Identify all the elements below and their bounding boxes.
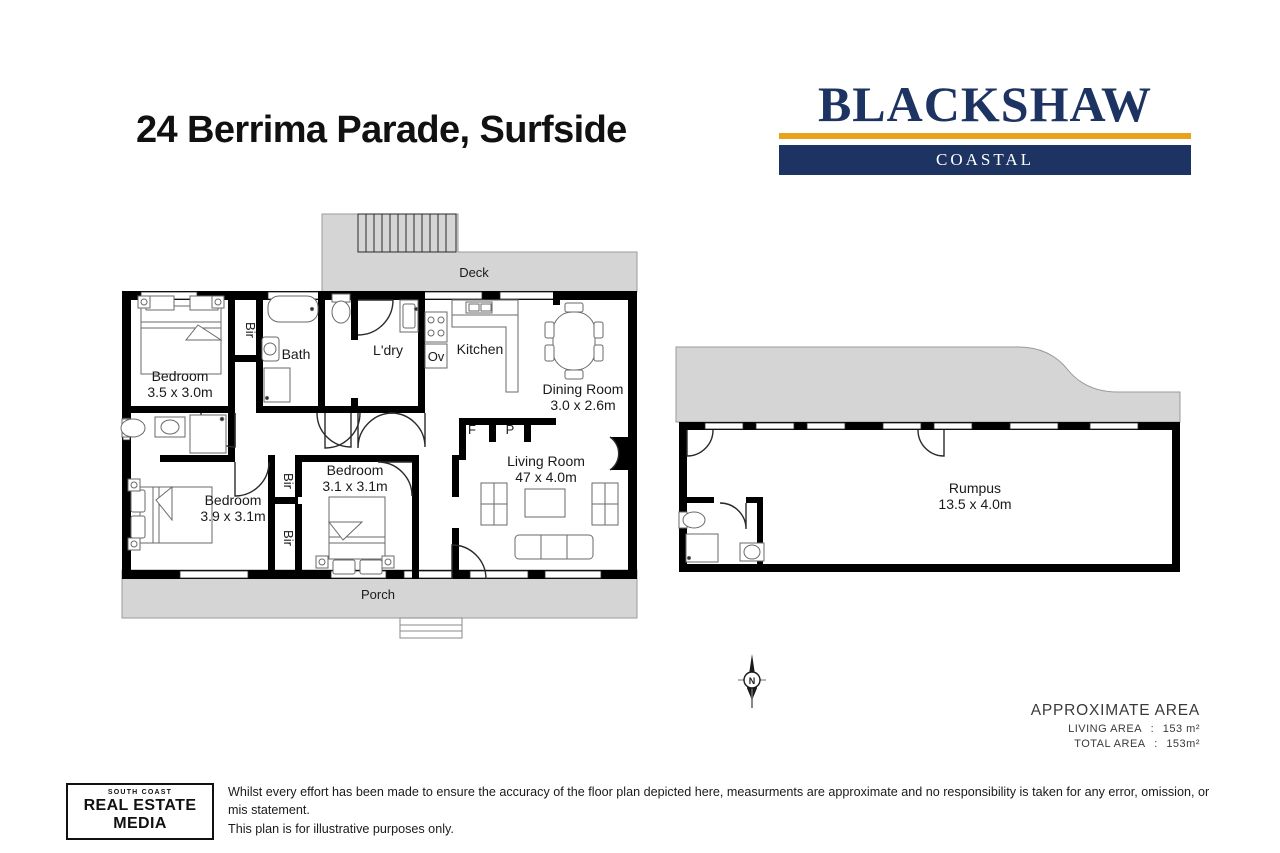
compass-north-label: N bbox=[749, 676, 756, 686]
area-label-total: TOTAL AREA bbox=[1074, 738, 1146, 750]
area-row-living: LIVING AREA : 153 m² bbox=[1031, 723, 1200, 735]
disclaimer-line-1: Whilst every effort has been made to ens… bbox=[228, 785, 1210, 818]
label-rumpus-dims: 13.5 x 4.0m bbox=[938, 496, 1011, 512]
rumpus-deck-area bbox=[675, 346, 1181, 423]
wall-east bbox=[628, 291, 637, 579]
area-row-total: TOTAL AREA : 153m² bbox=[1031, 738, 1200, 750]
door-swings bbox=[200, 299, 628, 580]
label-bedroom-3-name: Bedroom bbox=[327, 462, 384, 478]
area-value-total: 153m² bbox=[1166, 738, 1200, 750]
label-robe-1: Bir bbox=[243, 322, 258, 339]
label-laundry: L'dry bbox=[373, 342, 403, 358]
label-dining-dims: 3.0 x 2.6m bbox=[550, 397, 615, 413]
label-bath: Bath bbox=[282, 346, 311, 362]
label-dining-name: Dining Room bbox=[543, 381, 624, 397]
area-heading: APPROXIMATE AREA bbox=[1030, 702, 1200, 719]
rumpus-wall-south bbox=[679, 564, 1180, 572]
brand-subtitle-bar: COASTAL bbox=[779, 144, 1191, 175]
label-pantry: P bbox=[506, 422, 515, 437]
page-title: 24 Berrima Parade, Surfside bbox=[136, 109, 627, 151]
compass-rose: N bbox=[738, 654, 766, 708]
label-robe-2: Bir bbox=[281, 473, 296, 490]
area-value-living: 153 m² bbox=[1162, 723, 1200, 735]
label-bedroom-2-dims: 3.9 x 3.1m bbox=[200, 508, 265, 524]
label-bedroom-1-dims: 3.5 x 3.0m bbox=[147, 384, 212, 400]
rumpus-fixtures bbox=[678, 511, 765, 563]
area-label-living: LIVING AREA bbox=[1068, 723, 1143, 735]
rumpus-wall-east bbox=[1172, 422, 1180, 572]
rumpus-doors bbox=[686, 429, 945, 530]
media-company-logo: SOUTH COAST REAL ESTATE MEDIA bbox=[66, 783, 214, 840]
disclaimer-text: Whilst every effort has been made to ens… bbox=[228, 783, 1216, 838]
label-rumpus-name: Rumpus bbox=[949, 480, 1001, 496]
internal-walls bbox=[122, 291, 560, 579]
label-deck: Deck bbox=[459, 265, 489, 280]
label-living-name: Living Room bbox=[507, 453, 585, 469]
label-bedroom-1-name: Bedroom bbox=[152, 368, 209, 384]
rumpus-glazing bbox=[704, 422, 1139, 430]
footer: SOUTH COAST REAL ESTATE MEDIA Whilst eve… bbox=[66, 783, 1216, 840]
room-labels: Deck Porch Bedroom 3.5 x 3.0m Bath L'dry… bbox=[147, 265, 1011, 602]
area-sep-total: : bbox=[1154, 738, 1158, 750]
approximate-area-block: APPROXIMATE AREA LIVING AREA : 153 m² TO… bbox=[1031, 702, 1200, 750]
label-porch: Porch bbox=[361, 587, 395, 602]
rumpus-wall-north bbox=[679, 422, 1180, 430]
rumpus-walls bbox=[679, 422, 1180, 572]
area-sep-living: : bbox=[1150, 723, 1155, 735]
label-kitchen: Kitchen bbox=[457, 341, 504, 357]
brand-logo: BLACKSHAW COASTAL bbox=[779, 78, 1191, 175]
fixtures-main bbox=[120, 293, 619, 575]
brand-wordmark: BLACKSHAW bbox=[817, 76, 1153, 132]
deck-stairs bbox=[357, 213, 457, 253]
media-logo-tagline: SOUTH COAST bbox=[107, 789, 173, 796]
disclaimer-line-2: This plan is for illustrative purposes o… bbox=[228, 821, 454, 836]
label-bedroom-2-name: Bedroom bbox=[205, 492, 262, 508]
wall-north bbox=[122, 291, 637, 300]
label-oven: Ov bbox=[428, 349, 445, 364]
media-logo-name: REAL ESTATE MEDIA bbox=[83, 797, 197, 832]
label-living-dims: 47 x 4.0m bbox=[515, 469, 576, 485]
porch-steps bbox=[399, 617, 463, 639]
label-fridge: F bbox=[468, 422, 476, 437]
brand-gold-rule bbox=[779, 132, 1191, 139]
label-robe-3: Bir bbox=[281, 530, 296, 547]
label-bedroom-3-dims: 3.1 x 3.1m bbox=[322, 478, 387, 494]
